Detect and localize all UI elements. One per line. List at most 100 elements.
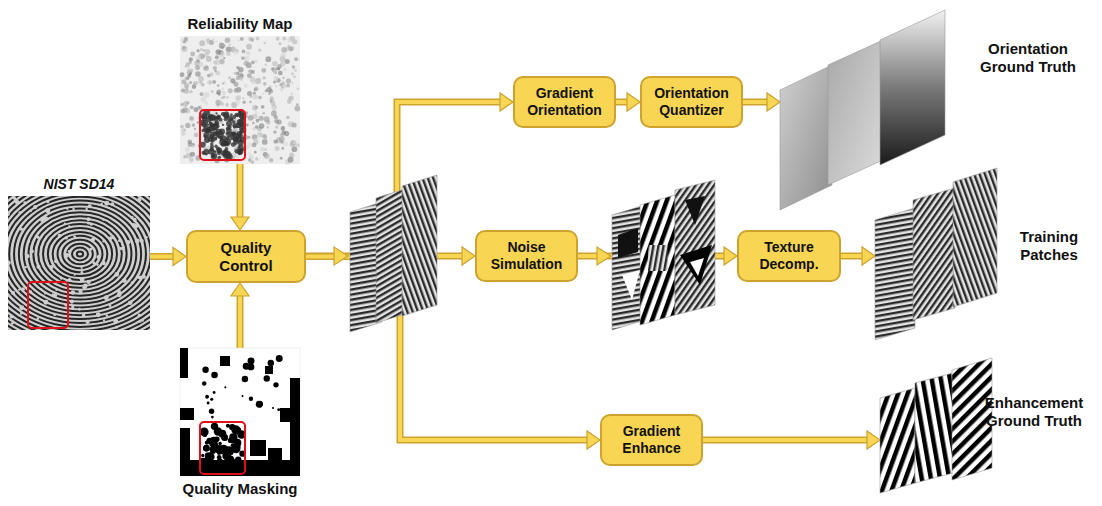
ridge-break: [46, 301, 48, 303]
ridge-line: [8, 196, 150, 330]
ridge-line: [72, 248, 88, 261]
noise-dot: [184, 37, 188, 41]
arrow-outline: [841, 253, 862, 260]
noise-dot: [184, 77, 187, 80]
noise-dot: [239, 113, 245, 119]
noise-dot: [208, 126, 213, 131]
noise-dot: [273, 70, 277, 74]
noise-dot: [200, 105, 202, 107]
noise-dot: [238, 123, 244, 129]
ridge-line: [19, 205, 141, 304]
process-box: Gradient Orientation: [513, 76, 616, 128]
ridge-break: [133, 218, 136, 221]
noise-dot: [246, 44, 252, 50]
ridge-break: [88, 204, 92, 208]
mask-blob: [231, 434, 237, 440]
ridge-break: [135, 238, 140, 243]
noise-dot: [280, 133, 284, 137]
ridge-break: [65, 304, 68, 307]
ridge-break: [131, 281, 134, 284]
mask-blob: [224, 437, 227, 440]
noise-dot: [223, 81, 227, 85]
mask-blob: [203, 445, 210, 452]
mask-blob: [272, 407, 274, 409]
ridge-line: [8, 196, 150, 323]
noise-dot: [190, 152, 195, 157]
ridge-break: [45, 208, 50, 213]
noise-dot: [273, 139, 277, 143]
noise-dot: [258, 96, 262, 100]
mask-block: [180, 428, 190, 476]
arrow-shaft: [150, 255, 173, 259]
noise-dot: [219, 136, 222, 139]
noise-dot: [207, 145, 210, 148]
process-box: Noise Simulation: [475, 230, 578, 282]
noise-dot: [232, 115, 236, 119]
noise-dot: [195, 71, 201, 77]
noise-dot: [194, 133, 199, 138]
noise-dot: [286, 116, 289, 119]
noise-dot: [225, 104, 229, 108]
ridge-break: [68, 225, 71, 228]
box-label: Gradient Orientation: [515, 85, 614, 119]
noise-dot: [183, 40, 186, 43]
ridge-break: [21, 287, 25, 291]
noise-dot: [285, 59, 290, 64]
image-illustration: [180, 36, 300, 164]
noise-dot: [232, 123, 237, 128]
noise-dot: [275, 146, 280, 151]
image-patch: [913, 188, 955, 320]
image-illustration: [880, 358, 992, 492]
ridge-break: [68, 278, 72, 282]
ridge-break: [40, 217, 45, 222]
noise-dot: [192, 143, 194, 145]
ridge-break: [104, 295, 109, 300]
ridge-line: [48, 228, 112, 280]
image-illustration: [180, 348, 300, 476]
mask-blob: [203, 446, 209, 452]
mask-blob: [203, 434, 206, 437]
noise-dot: [239, 76, 244, 81]
noise-dot: [222, 88, 224, 90]
ridge-break: [100, 203, 102, 205]
ridge-break: [28, 240, 30, 242]
mask-blob: [235, 456, 241, 462]
noise-dot: [214, 150, 217, 153]
mask-block: [280, 408, 292, 422]
noise-dot: [181, 46, 187, 52]
noise-dot: [282, 77, 284, 79]
image-caption: Training Patches: [1007, 228, 1091, 264]
ridge-break: [33, 205, 37, 209]
noise-dot: [210, 138, 214, 142]
noise-dot: [180, 125, 184, 129]
ridge-line: [43, 224, 117, 284]
region-marker: [200, 110, 245, 160]
noise-dot: [214, 116, 219, 121]
ridge-break: [119, 267, 122, 270]
noise-dot: [186, 91, 189, 94]
noise-dot: [203, 65, 209, 71]
ridge-break: [18, 289, 20, 291]
noise-dot: [215, 40, 218, 43]
ridge-break: [92, 261, 95, 264]
noise-dot: [271, 111, 277, 117]
noise-dot: [238, 150, 242, 154]
arrow-shaft: [703, 438, 867, 442]
ridge-break: [72, 208, 74, 210]
noise-dot: [249, 101, 252, 104]
mask-block: [265, 366, 273, 374]
noise-dot: [222, 124, 224, 126]
ridge-break: [64, 315, 66, 317]
noise-dot: [289, 96, 294, 101]
ridge-break: [10, 315, 14, 319]
noise-dot: [230, 78, 235, 83]
noise-dot: [275, 85, 277, 87]
noise-dot: [286, 116, 288, 118]
noise-dot: [237, 145, 243, 151]
noise-dot: [215, 55, 219, 59]
ridge-break: [114, 272, 119, 277]
noise-dot: [216, 147, 220, 151]
mask-blob: [205, 452, 214, 461]
mask-block: [180, 348, 188, 378]
process-box: Texture Decomp.: [737, 230, 841, 282]
